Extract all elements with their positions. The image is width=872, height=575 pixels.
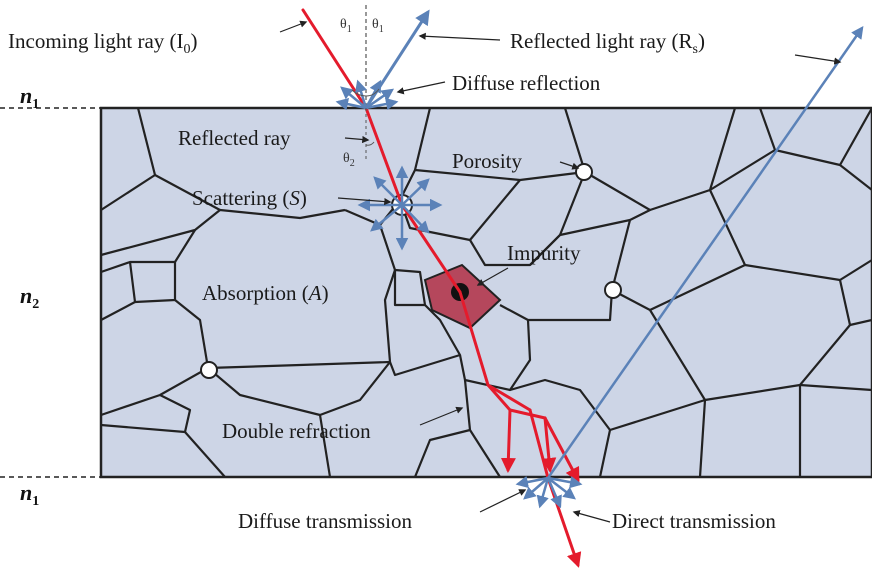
angle-arc-refracted (365, 141, 375, 146)
label-diffuse-transmission: Diffuse transmission (238, 509, 413, 533)
reflected-light-ray-long (546, 25, 864, 479)
label-impurity: Impurity (507, 241, 581, 265)
medium-label-n1-top: n1 (20, 83, 39, 112)
label-diffuse-reflection: Diffuse reflection (452, 71, 601, 95)
label-theta2: θ2 (343, 151, 355, 169)
label-incoming-ray: Incoming light ray (I0) (8, 29, 198, 57)
scattering-arrows (357, 165, 443, 251)
label-scattering: Scattering (S) (192, 186, 307, 210)
label-theta1-incident: θ1 (340, 17, 352, 35)
grain-boundaries (100, 107, 872, 478)
angle-arc-reflected (365, 88, 380, 97)
medium-label-n1-bottom: n1 (20, 480, 39, 509)
label-reflected-ray: Reflected ray (178, 126, 291, 150)
pore-left (200, 361, 218, 379)
label-porosity: Porosity (452, 149, 523, 173)
label-reflected-light-ray: Reflected light ray (Rs) (510, 29, 705, 57)
diffuse-transmission-arrows (515, 475, 583, 509)
label-theta1-reflected: θ1 (372, 17, 384, 35)
medium-label-n2: n2 (20, 283, 39, 312)
label-absorption: Absorption (A) (202, 281, 329, 305)
label-leaders (279, 20, 842, 523)
pore-top-right (575, 163, 593, 181)
diffuse-reflection-arrows (335, 79, 399, 111)
angle-arc-incident (351, 89, 367, 97)
pore-right (604, 281, 622, 299)
label-direct-transmission: Direct transmission (612, 509, 776, 533)
label-double-refraction: Double refraction (222, 419, 371, 443)
